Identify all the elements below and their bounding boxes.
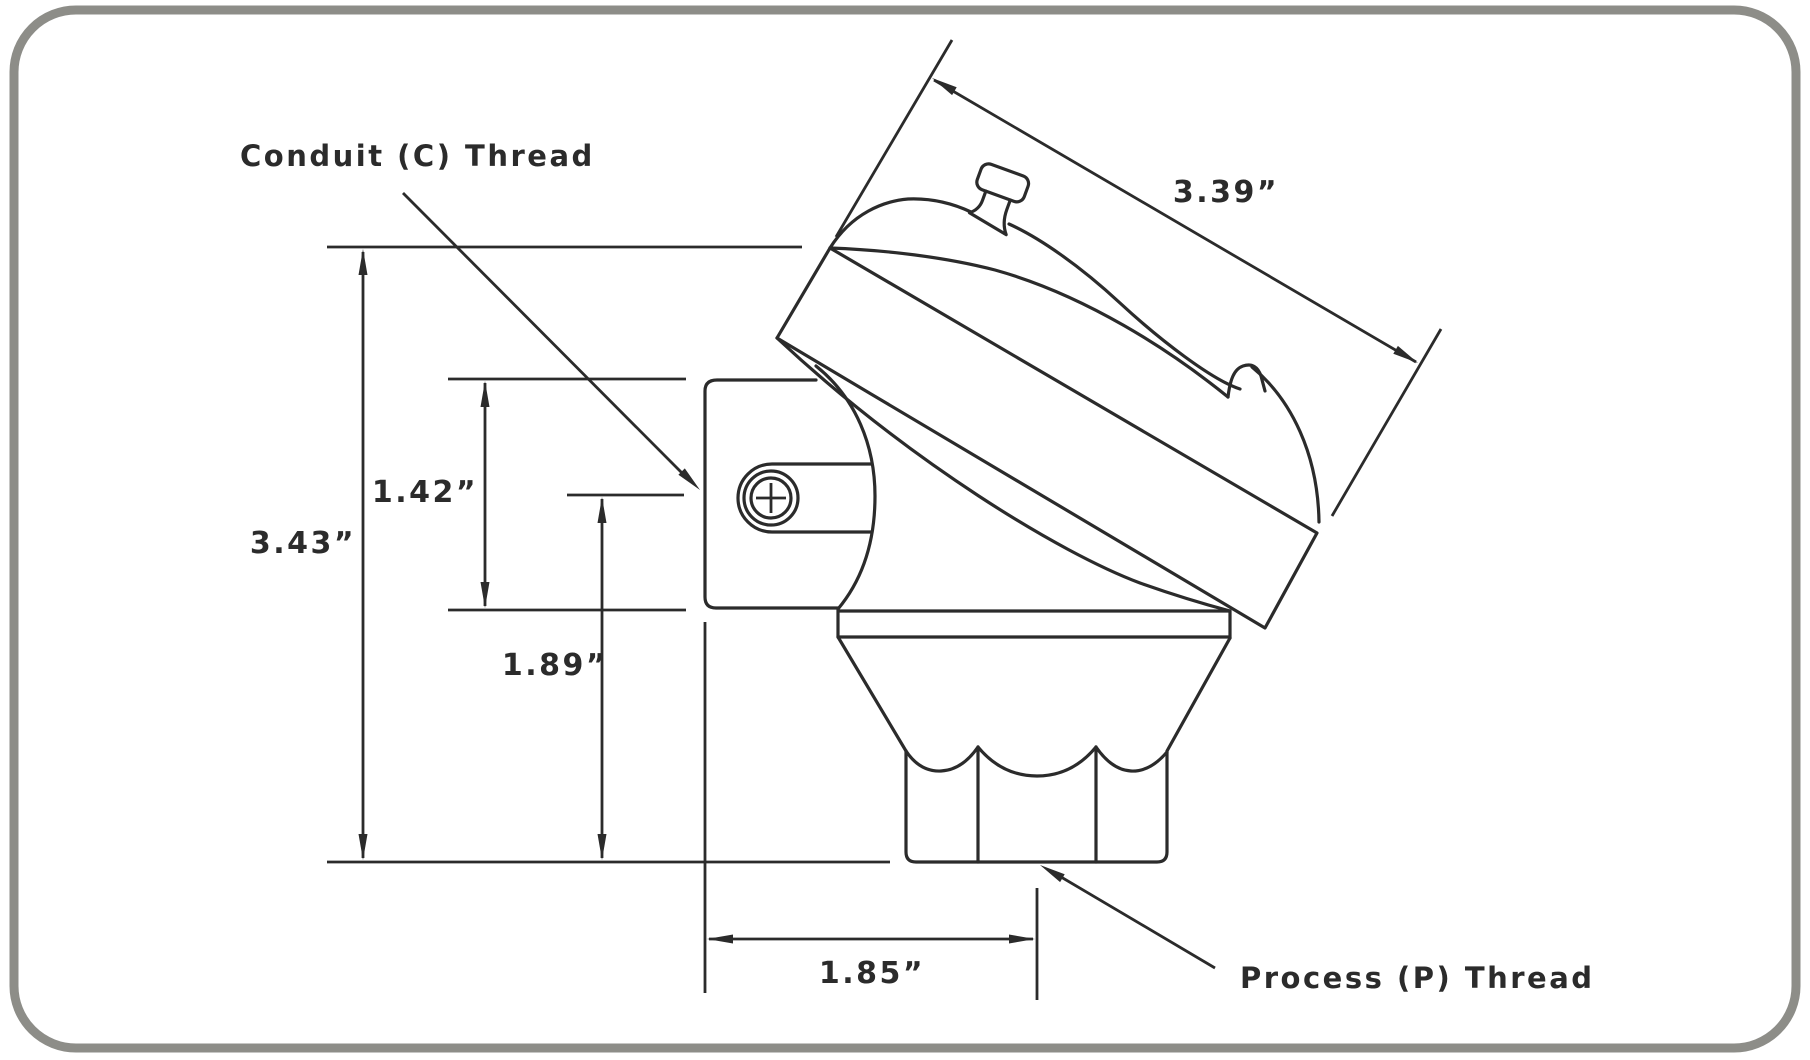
conduit-screw-cross-icon <box>756 483 786 513</box>
arrowhead-up-icon <box>358 249 368 275</box>
dimension-cover-length: 3.39” <box>834 39 1443 517</box>
dimension-value: 3.43” <box>250 526 356 561</box>
neck-band <box>836 607 1232 640</box>
cover-lift-knob <box>967 162 1031 237</box>
dimension-value: 1.89” <box>502 648 608 683</box>
dimension-line <box>933 78 1417 364</box>
conduit-thread-label: Conduit (C) Thread <box>240 139 595 173</box>
arrowhead-left-icon <box>707 934 733 944</box>
conduit-housing <box>703 378 840 610</box>
arrowhead-up-icon <box>480 381 490 407</box>
arrowhead-down-icon <box>358 834 368 860</box>
process-connection <box>836 607 1232 864</box>
hex-nut-chamfer-scallops <box>904 745 1169 778</box>
arrowhead-up-icon <box>597 497 607 523</box>
cover-latch-tab <box>1226 363 1267 399</box>
leader-line <box>402 192 685 476</box>
leader-arrowhead-icon <box>678 468 700 490</box>
extension-line-upper <box>834 39 954 238</box>
dimension-centerline-to-base: 1.89” <box>502 493 684 860</box>
conduit-screw-inner <box>749 476 793 520</box>
hex-nut-body <box>904 749 1169 864</box>
connection-head <box>775 162 1321 630</box>
dimension-face-to-process-centerline: 1.85” <box>703 622 1039 1000</box>
knob-stem <box>967 189 1012 237</box>
arrowhead-down-icon <box>480 582 490 608</box>
leader-line <box>1055 872 1216 970</box>
transition-cone <box>836 635 1232 753</box>
process-thread-label: Process (P) Thread <box>1240 961 1595 995</box>
cover-dome-left <box>828 197 973 250</box>
conduit-boss <box>736 462 874 534</box>
arrowhead-down-icon <box>597 834 607 860</box>
hex-nut-facets <box>976 745 1098 864</box>
conduit-thread-callout: Conduit (C) Thread <box>240 139 700 490</box>
head-body-sphere <box>814 364 877 611</box>
arrowhead-right-icon <box>1009 934 1035 944</box>
arrowhead-downright-icon <box>1393 345 1418 363</box>
conduit-screw-outer <box>742 469 800 527</box>
cover-band <box>775 246 1319 630</box>
cover-dome-right <box>1007 222 1242 391</box>
cover-rim <box>828 246 1230 399</box>
head-body-bowl <box>775 336 1232 613</box>
conduit-fitting <box>703 378 874 610</box>
drawing-border-frame <box>9 5 1801 1053</box>
process-thread-callout: Process (P) Thread <box>1040 865 1595 995</box>
dimension-overall-height: 3.43” <box>250 245 890 864</box>
dimension-value: 1.85” <box>819 956 925 991</box>
dimension-conduit-housing-height: 1.42” <box>372 377 686 612</box>
leader-arrowhead-icon <box>1040 865 1065 883</box>
arrowhead-upleft-icon <box>932 78 957 96</box>
dimension-value: 3.39” <box>1173 175 1279 210</box>
dimension-value: 1.42” <box>372 475 478 510</box>
knob-cap <box>975 162 1031 204</box>
cover-latch-arc <box>1250 365 1321 524</box>
extension-line-lower <box>1330 328 1443 517</box>
